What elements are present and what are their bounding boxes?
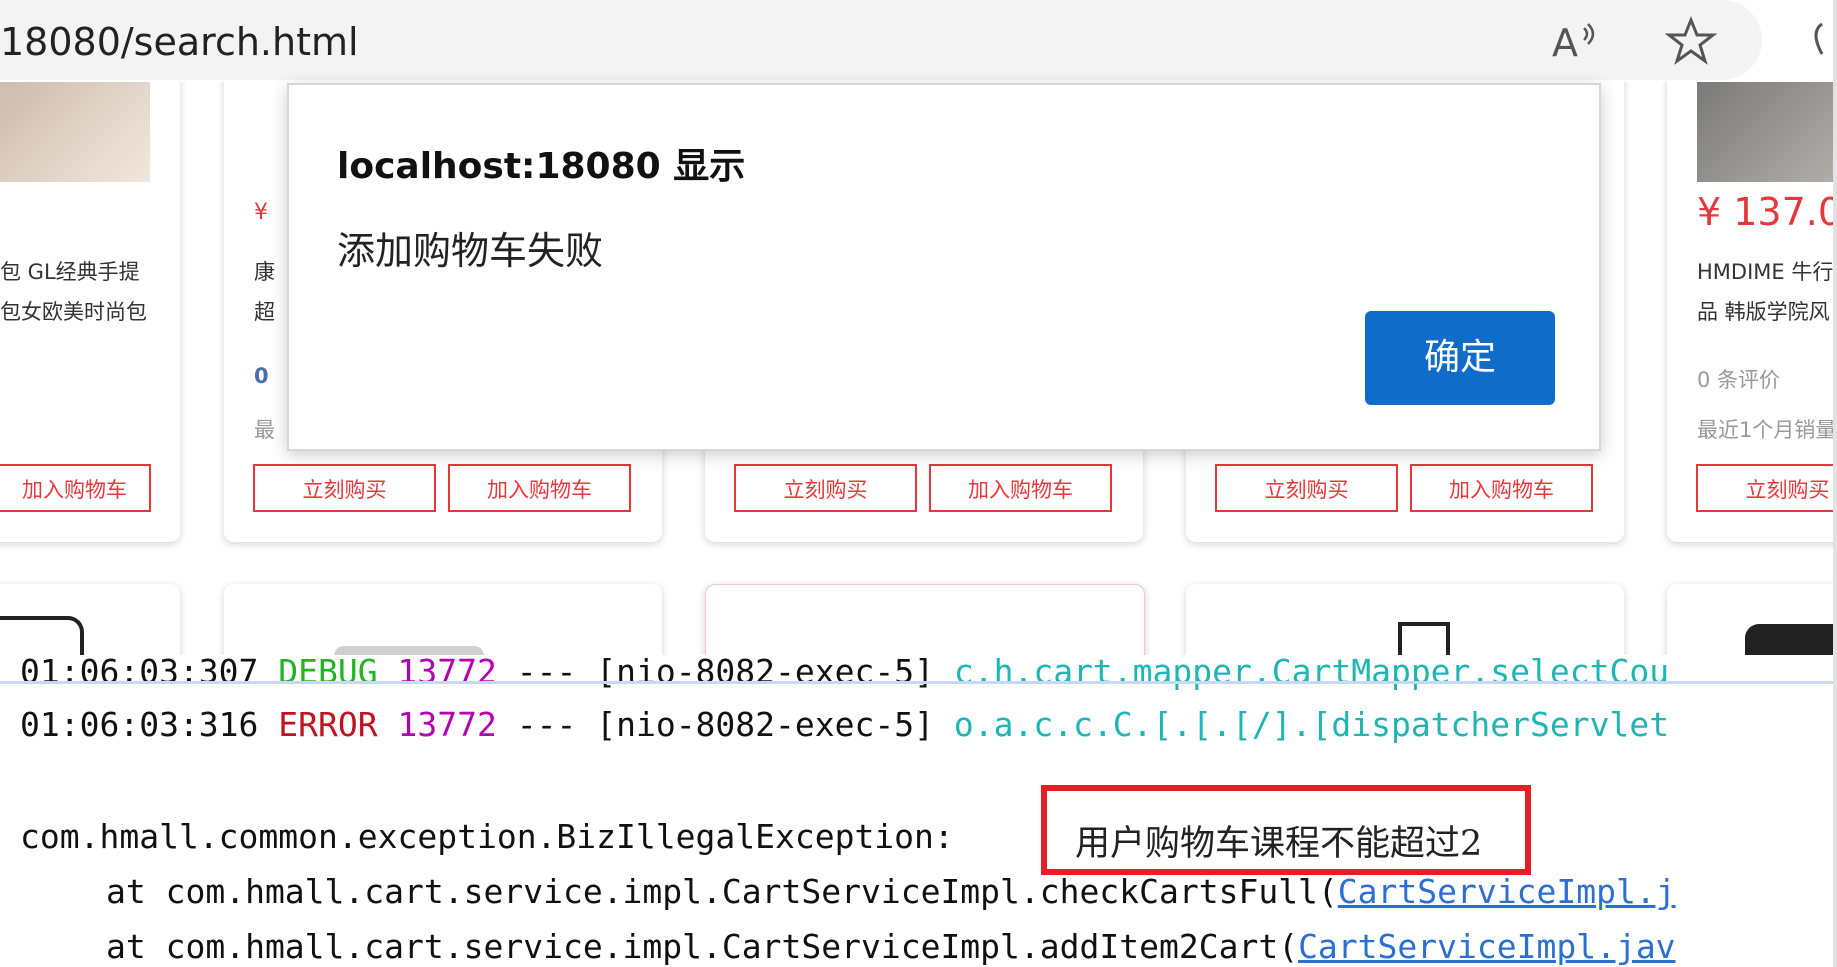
product-title-line2[interactable]: 包女欧美时尚包 [0, 300, 147, 324]
log-pid: 13772 [397, 655, 497, 691]
svg-text:A: A [1552, 21, 1578, 65]
product-title-line1[interactable]: HMDIME 牛行 [1697, 260, 1834, 284]
add-to-cart-button[interactable]: 加入购物车 [0, 464, 151, 512]
product-image[interactable] [0, 82, 150, 182]
log-line-debug: 01:06:03:307 DEBUG 13772 --- [nio-8082-e… [20, 655, 1669, 691]
add-to-cart-button[interactable]: 加入购物车 [448, 464, 631, 512]
log-separator: --- [516, 655, 577, 691]
log-pid: 13772 [397, 705, 497, 744]
dialog-title: localhost:18080 显示 [337, 146, 746, 187]
product-card[interactable]: 包 GL经典手提 包女欧美时尚包 加入购物车 [0, 82, 180, 542]
product-image[interactable] [1398, 622, 1450, 656]
buy-now-button[interactable]: 立刻购买 [1696, 464, 1837, 512]
product-card[interactable]: ¥ 137.0 HMDIME 牛行 品 韩版学院风 0 条评价 最近1个月销量 … [1667, 82, 1837, 542]
highlight-box [1041, 785, 1531, 875]
console-log: 01:06:03:307 DEBUG 13772 --- [nio-8082-e… [0, 655, 1837, 967]
product-image[interactable] [1697, 82, 1837, 182]
buy-now-button[interactable]: 立刻购买 [253, 464, 436, 512]
product-title-line2[interactable]: 品 韩版学院风 [1697, 300, 1830, 324]
scrollbar[interactable] [1833, 0, 1837, 967]
review-count: 0 [254, 364, 269, 388]
read-aloud-icon[interactable]: A [1548, 14, 1602, 68]
source-link[interactable]: CartServiceImpl.jav [1298, 927, 1676, 966]
alert-dialog: localhost:18080 显示 添加购物车失败 确定 [287, 83, 1601, 451]
log-time: 01:06:03:307 [20, 655, 259, 691]
product-price: ¥ [254, 200, 268, 225]
stack-line-2: at com.hmall.cart.service.impl.CartServi… [106, 927, 1676, 966]
dialog-message: 添加购物车失败 [337, 229, 604, 273]
exception-message: 用户购物车课程不能超过2 [1075, 824, 1483, 864]
log-logger: o.a.c.c.C.[.[.[/].[dispatcherServlet [953, 705, 1670, 744]
monthly-sales: 最近1个月销量 [1697, 418, 1837, 442]
add-to-cart-button[interactable]: 加入购物车 [1410, 464, 1593, 512]
log-separator: --- [516, 705, 577, 744]
monthly-sales: 最 [254, 418, 275, 442]
ok-button[interactable]: 确定 [1365, 311, 1555, 405]
log-thread: [nio-8082-exec-5] [596, 655, 934, 691]
buy-now-button[interactable]: 立刻购买 [734, 464, 917, 512]
log-line-error: 01:06:03:316 ERROR 13772 --- [nio-8082-e… [20, 705, 1669, 744]
exception-line: com.hmall.common.exception.BizIllegalExc… [20, 817, 954, 856]
product-title-line2[interactable]: 超 [254, 300, 275, 324]
browser-toolbar: 18080/search.html A [0, 0, 1837, 82]
buy-now-button[interactable]: 立刻购买 [1215, 464, 1398, 512]
log-time: 01:06:03:316 [20, 705, 259, 744]
divider [0, 681, 1837, 684]
log-level: ERROR [278, 705, 378, 744]
review-count: 0 条评价 [1697, 368, 1781, 392]
favorite-star-icon[interactable] [1664, 14, 1718, 68]
product-title-line1[interactable]: 康 [254, 260, 275, 284]
log-thread: [nio-8082-exec-5] [596, 705, 934, 744]
log-level: DEBUG [278, 655, 378, 691]
address-bar[interactable] [0, 0, 1762, 80]
source-link[interactable]: CartServiceImpl.j [1337, 872, 1676, 911]
url-text[interactable]: 18080/search.html [0, 20, 359, 64]
product-title-line1[interactable]: 包 GL经典手提 [0, 260, 140, 284]
add-to-cart-button[interactable]: 加入购物车 [929, 464, 1112, 512]
product-image[interactable] [0, 616, 84, 680]
log-logger: c.h.cart.mapper.CartMapper.selectCou [953, 655, 1670, 691]
extension-icon[interactable] [1800, 14, 1837, 68]
product-price: ¥ 137.0 [1697, 190, 1837, 234]
stack-line-1: at com.hmall.cart.service.impl.CartServi… [106, 872, 1676, 911]
